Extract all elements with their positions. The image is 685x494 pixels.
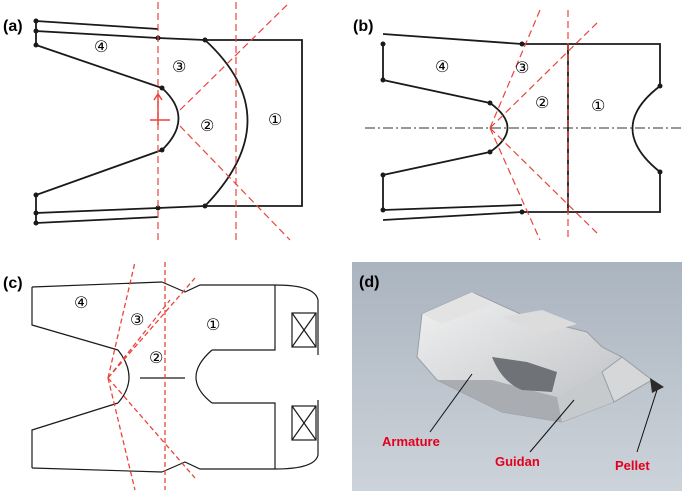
panel-c-region-4: ④ bbox=[74, 293, 89, 312]
panel-b-points bbox=[380, 41, 663, 215]
panel-a-outline bbox=[35, 20, 303, 224]
panel-b-region-2: ② bbox=[535, 93, 550, 112]
panel-b-label: (b) bbox=[353, 18, 374, 35]
panel-c-region-1: ① bbox=[206, 315, 221, 334]
panel-c-region-2: ② bbox=[149, 348, 164, 367]
annotation-pellet: Pellet bbox=[615, 458, 650, 473]
panel-a-label: (a) bbox=[3, 18, 23, 35]
panel-a-axis-marker bbox=[150, 92, 170, 125]
annotation-armature: Armature bbox=[382, 434, 440, 449]
panel-c-outline bbox=[31, 281, 319, 473]
panel-a-dashed-lines bbox=[157, 1, 291, 241]
panel-d-photo: (d) Armature Guidan Pellet bbox=[352, 262, 682, 491]
panel-a-region-3: ③ bbox=[172, 57, 187, 76]
sabot-illustration bbox=[352, 262, 682, 491]
panel-b-dashed-lines bbox=[489, 9, 601, 241]
panel-a-points bbox=[33, 18, 208, 226]
panel-b-region-3: ③ bbox=[515, 58, 530, 77]
panel-a-region-4: ④ bbox=[94, 37, 109, 56]
annotation-guidan: Guidan bbox=[495, 454, 540, 469]
panel-b-region-1: ① bbox=[591, 96, 606, 115]
panel-c-label: (c) bbox=[3, 275, 23, 292]
panel-d-label: (d) bbox=[359, 274, 380, 291]
panel-a-region-1: ① bbox=[268, 110, 283, 129]
panel-c-dashed-lines bbox=[107, 261, 196, 491]
panel-b-region-4: ④ bbox=[435, 57, 450, 76]
panel-a-region-2: ② bbox=[200, 116, 215, 135]
panel-c-region-3: ③ bbox=[130, 310, 145, 329]
